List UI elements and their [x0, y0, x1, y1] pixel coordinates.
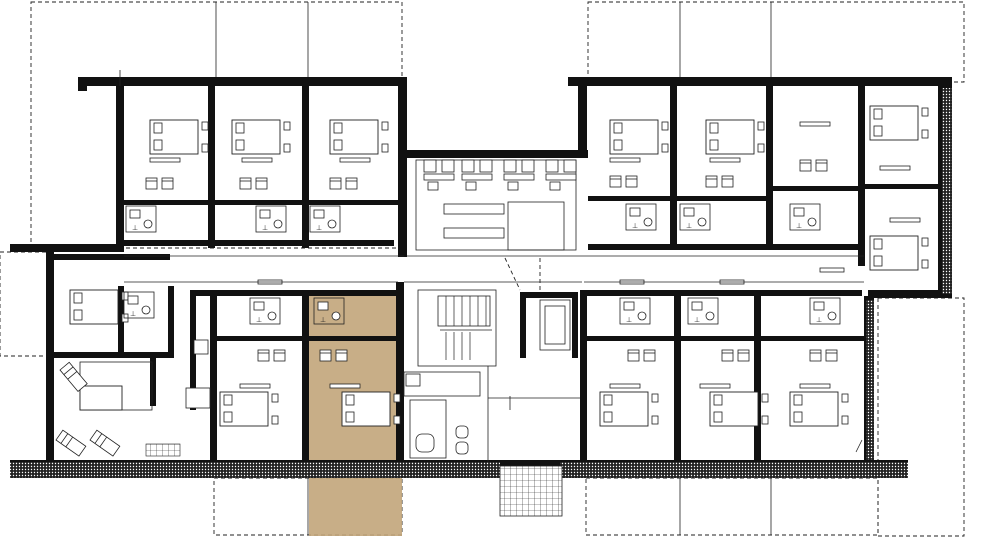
interior-walls-north [124, 86, 939, 266]
interior-walls-south [54, 254, 865, 462]
exterior-wall-hatch-east [942, 88, 952, 294]
exterior-wall-hatch-right [560, 462, 908, 478]
exterior-wall-hatch-left [10, 462, 500, 478]
entrance-mat [499, 465, 563, 517]
staircase [417, 289, 497, 367]
elevator [520, 292, 578, 358]
dining-area [415, 159, 577, 251]
left-apartment [55, 289, 211, 457]
exterior-wall-hatch-se [866, 300, 874, 460]
corridor-lines [119, 70, 864, 453]
lobby-elements [403, 255, 584, 462]
north-rooms [125, 105, 929, 271]
